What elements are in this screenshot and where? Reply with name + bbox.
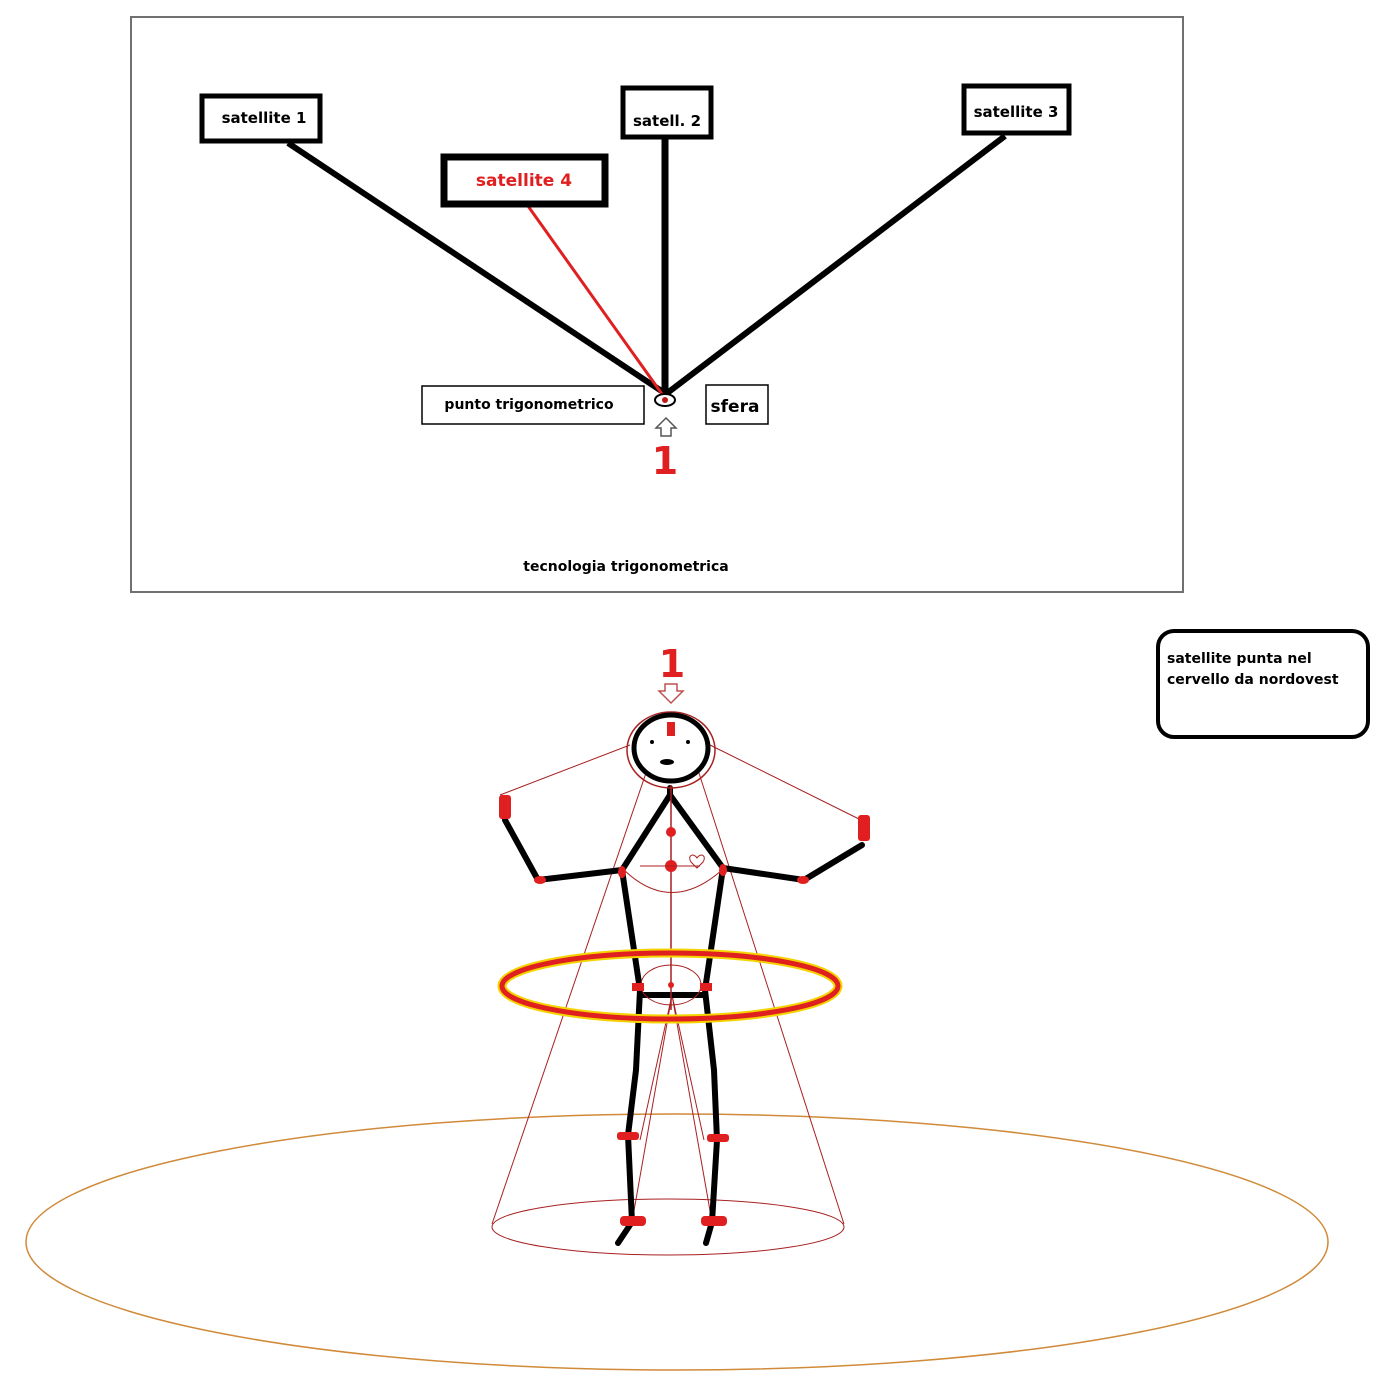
right-ankle-marker	[701, 1216, 727, 1226]
chest-point-upper	[666, 827, 676, 837]
satellite-2-box	[620, 85, 714, 140]
satellite-1-line	[286, 140, 668, 397]
down-arrow-icon	[657, 683, 685, 705]
ground-ellipse	[25, 1113, 1329, 1371]
note-text: satellite punta nel cervello da nordoves…	[1167, 651, 1339, 688]
left-knee-marker	[617, 1132, 639, 1140]
left-elbow-marker	[534, 876, 546, 884]
right-hip-marker	[700, 983, 712, 991]
right-hand-marker	[858, 815, 870, 841]
satellite-1-box	[199, 93, 323, 144]
satellite-1-label: satellite 1	[222, 109, 307, 127]
right-knee-marker	[707, 1134, 729, 1142]
satellite-3-label: satellite 3	[974, 103, 1059, 121]
sphere-label-box	[705, 384, 769, 425]
left-hand-marker	[499, 795, 511, 819]
projection-cone	[491, 744, 866, 1256]
bottom-marker-number: 1	[659, 642, 685, 686]
point-label: punto trigonometrico	[444, 397, 614, 413]
heart-icon	[689, 854, 705, 869]
brain-target-point	[667, 722, 675, 736]
right-elbow-marker	[797, 876, 809, 884]
waist-ring	[499, 950, 841, 1022]
left-eye	[650, 740, 654, 744]
satellite-2-label: satell. 2	[633, 112, 701, 130]
satellite-4-line	[526, 205, 664, 395]
satellite-3-box	[961, 83, 1072, 136]
sphere-label: sfera	[711, 397, 760, 417]
chest-arc	[623, 869, 723, 893]
right-eye	[686, 740, 690, 744]
satellite-3-line	[664, 133, 1007, 397]
top-caption: tecnologia trigonometrica	[523, 559, 728, 575]
head	[631, 712, 711, 784]
point-label-box	[421, 385, 645, 425]
trig-point-pupil	[662, 397, 668, 403]
pelvis-point	[668, 982, 674, 988]
right-shoulder-marker	[719, 864, 727, 876]
left-hip-marker	[632, 983, 644, 991]
satellite-4-label: satellite 4	[476, 171, 572, 191]
left-shoulder-marker	[618, 866, 626, 878]
satellite-4-box	[440, 153, 609, 208]
left-ankle-marker	[620, 1216, 646, 1226]
mouth	[660, 759, 674, 765]
top-marker-number: 1	[652, 439, 678, 483]
note-box: satellite punta nel cervello da nordoves…	[1156, 629, 1370, 739]
up-arrow-icon	[654, 416, 678, 437]
